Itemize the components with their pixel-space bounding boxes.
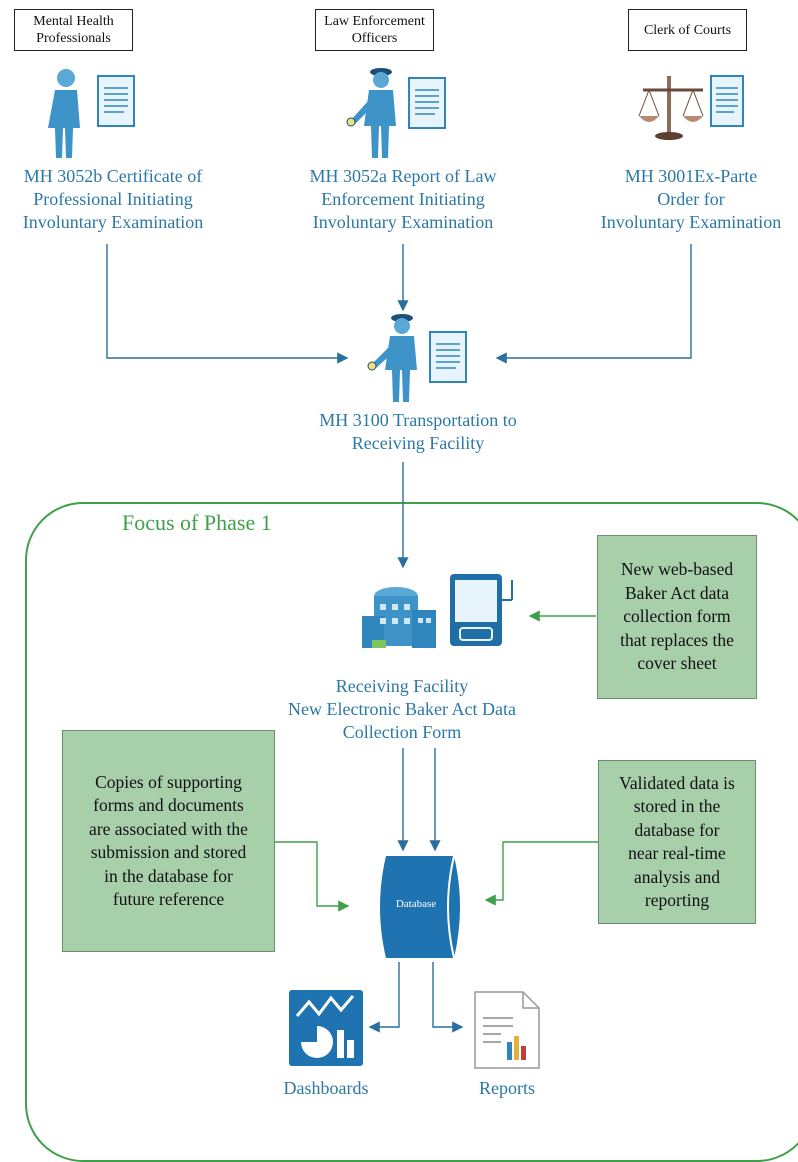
database-icon: [380, 855, 460, 959]
database-label: Database: [395, 898, 437, 910]
role-mental-health-professionals: Mental Health Professionals: [14, 9, 133, 51]
form-mh3001-label: MH 3001Ex-Parte Order for Involuntary Ex…: [600, 166, 782, 232]
note-web-form: New web-based Baker Act data collection …: [597, 535, 757, 699]
note-supporting-documents: Copies of supporting forms and documents…: [62, 730, 275, 952]
police-officer-icon: [346, 68, 446, 158]
dashboards-label: Dashboards: [283, 1078, 369, 1098]
arrow-3001-to-transport: [495, 244, 692, 364]
phase-title: Focus of Phase 1: [122, 510, 272, 535]
dashboard-icon: [289, 990, 363, 1066]
note-validated-data: Validated data is stored in the database…: [598, 760, 756, 924]
arrow-supporting-note: [275, 841, 350, 912]
arrow-validated-note: [484, 841, 598, 906]
form-mh3052a-label: MH 3052a Report of Law Enforcement Initi…: [309, 166, 497, 232]
reports-label: Reports: [479, 1078, 535, 1098]
arrow-3052b-to-transport: [106, 244, 349, 364]
person-icon: [48, 69, 135, 158]
arrow-db-to-reports: [432, 962, 464, 1033]
building-tablet-icon: [362, 574, 513, 648]
form-mh3100-label: MH 3100 Transportation to Receiving Faci…: [319, 410, 517, 453]
transport-officer-icon: [367, 314, 467, 402]
role-law-enforcement-officers: Law Enforcement Officers: [315, 9, 434, 51]
arrow-db-to-dashboards: [368, 962, 400, 1033]
report-icon: [474, 991, 540, 1069]
form-mh3052b-label: MH 3052b Certificate of Professional Ini…: [22, 166, 204, 232]
role-clerk-of-courts: Clerk of Courts: [628, 9, 747, 51]
receiving-facility-label: Receiving Facility New Electronic Baker …: [288, 676, 516, 742]
scales-of-justice-icon: [638, 75, 744, 140]
